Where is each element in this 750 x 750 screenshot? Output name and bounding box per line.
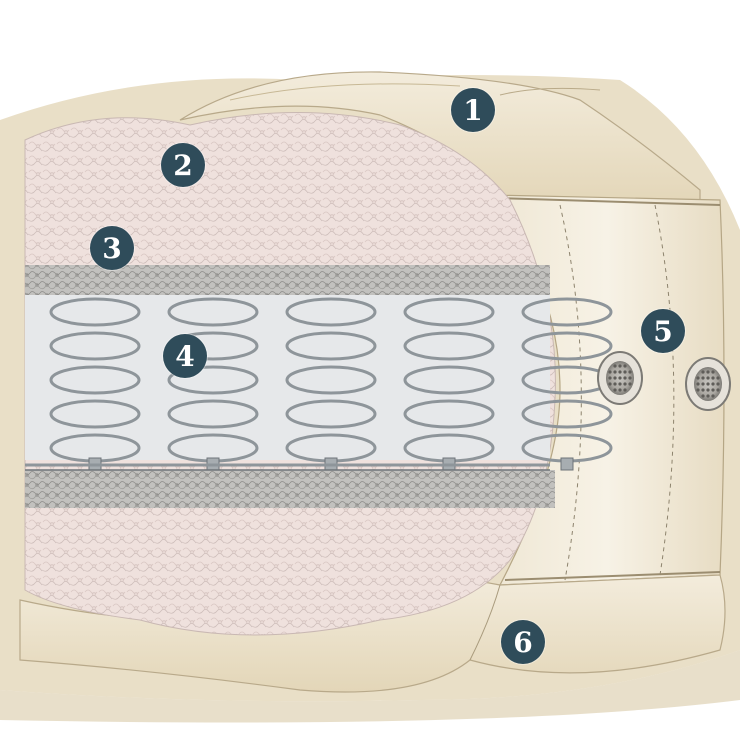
callout-1: 1	[451, 88, 495, 132]
top-cover	[179, 71, 701, 206]
grey-insulator-lower	[25, 470, 555, 508]
cutaway-section	[24, 112, 613, 636]
spring-coil	[403, 297, 495, 471]
callout-6: 6	[501, 620, 545, 664]
callout-4: 4	[163, 334, 207, 378]
air-vent-icon	[597, 351, 643, 405]
callout-5: 5	[641, 309, 685, 353]
spring-clip	[560, 457, 574, 471]
air-vents	[597, 351, 731, 411]
spring-coil	[285, 297, 377, 471]
air-vent-icon	[685, 357, 731, 411]
callout-2: 2	[161, 143, 205, 187]
grey-insulator-upper	[25, 265, 550, 295]
background-fabric-shadow	[0, 650, 740, 723]
spring-coil	[49, 297, 141, 471]
callout-3: 3	[90, 226, 134, 270]
